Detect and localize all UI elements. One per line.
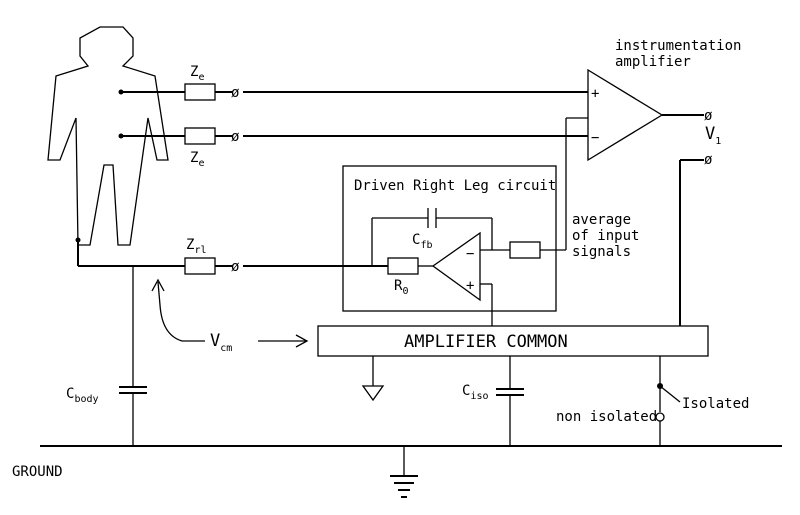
output-terminal-bottom: ø (704, 152, 713, 168)
avg-label-line1: average (572, 212, 631, 228)
ze-top-label: Ze (190, 64, 204, 83)
avg-label-line2: of input (572, 228, 639, 244)
drl-circuit-box (342, 165, 557, 312)
isolated-label: Isolated (682, 396, 749, 412)
amp-common-label: AMPLIFIER COMMON (404, 332, 568, 352)
terminal-rl: ø (231, 259, 240, 275)
cfb-label: Cfb (412, 232, 432, 251)
electrode-lead-top (118, 83, 588, 101)
electrode-lead-right-leg (75, 237, 388, 275)
electrode-lead-bottom (118, 127, 588, 145)
non-isolated-label: non isolated (556, 409, 657, 425)
drl-opamp (431, 231, 481, 302)
vcm-label: Vcm (210, 331, 232, 354)
terminal-symbols: ø ø ø (231, 85, 240, 275)
average-resistor (509, 241, 541, 259)
drl-opamp-plus: + (466, 278, 474, 294)
ciso-label: Ciso (462, 383, 489, 402)
instrumentation-amplifier (587, 68, 664, 162)
zrl-label: Zrl (186, 237, 206, 256)
r0-resistor (387, 257, 419, 275)
terminal-top: ø (231, 85, 240, 101)
common-ground-triangle (361, 385, 385, 402)
terminal-bottom: ø (231, 129, 240, 145)
instr-amp-plus: + (591, 86, 599, 102)
earth-ground-icon (390, 446, 418, 498)
non-isolated-contact (655, 412, 665, 422)
r0-label: R0 (394, 278, 408, 297)
ze-bottom-label: Ze (190, 150, 204, 169)
output-terminal-top: ø (704, 108, 713, 124)
drl-title: Driven Right Leg circuit (354, 178, 556, 194)
avg-label-line3: signals (572, 244, 631, 260)
cbody-label: Cbody (66, 386, 99, 405)
instr-amp-minus: − (591, 130, 599, 146)
ground-label: GROUND (12, 464, 63, 480)
v1-label: V1 (705, 124, 721, 147)
drl-opamp-minus: − (466, 246, 474, 262)
instr-amp-label-line1: instrumentation (615, 38, 741, 54)
amplifier-common-bar (317, 325, 709, 357)
instr-amp-label-line2: amplifier (615, 54, 691, 70)
vcm-curved-arrow (157, 281, 205, 342)
human-body-outline (47, 26, 169, 246)
